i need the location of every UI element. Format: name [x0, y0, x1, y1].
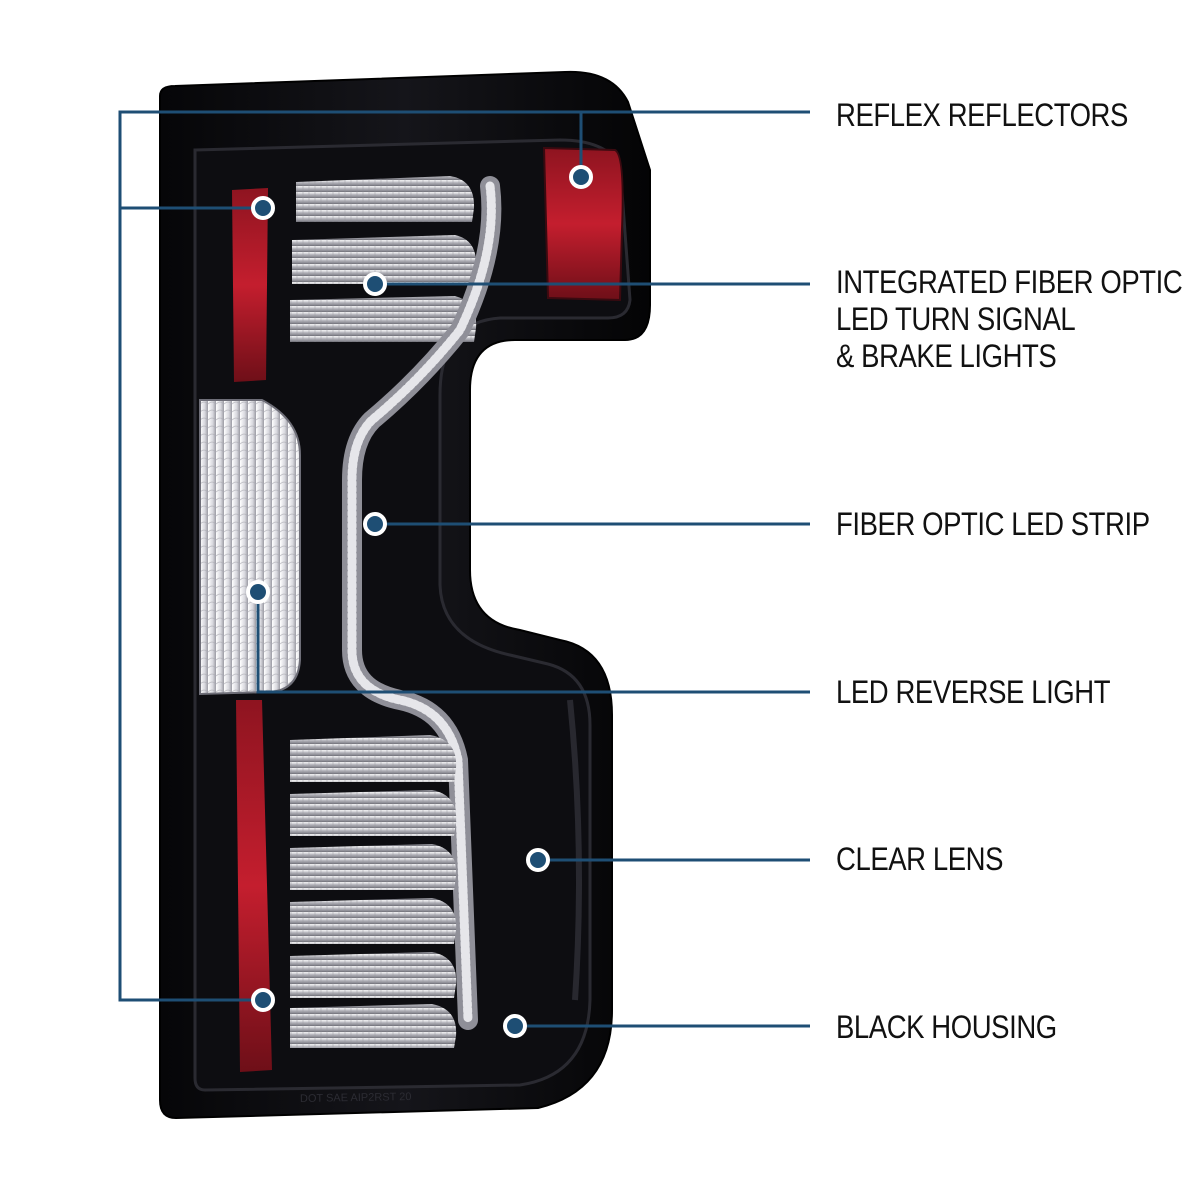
callout-integrated-line-1: INTEGRATED FIBER OPTIC — [836, 264, 1183, 300]
callout-clear-line-1: CLEAR LENS — [836, 841, 1004, 877]
callout-integrated-fiber-optic: INTEGRATED FIBER OPTIC LED TURN SIGNAL &… — [836, 264, 1183, 375]
dot-clear — [526, 848, 550, 872]
callout-strip-line-1: FIBER OPTIC LED STRIP — [836, 506, 1150, 542]
callout-integrated-line-3: & BRAKE LIGHTS — [836, 338, 1057, 374]
callout-dots — [246, 165, 593, 1038]
upper-led-bars — [290, 176, 477, 342]
callout-reverse-line-1: LED REVERSE LIGHT — [836, 674, 1111, 710]
callout-black-housing: BLACK HOUSING — [836, 1009, 1057, 1046]
lens-glare — [567, 699, 582, 1001]
callout-integrated-line-2: LED TURN SIGNAL — [836, 301, 1076, 337]
led-reverse-light — [199, 399, 301, 696]
callout-reflex-reflectors: REFLEX REFLECTORS — [836, 97, 1128, 134]
dot-reflex-left-top — [251, 196, 275, 220]
dot-reflex-right — [569, 165, 593, 189]
dot-strip — [363, 512, 387, 536]
dot-reflex-left-bottom — [251, 988, 275, 1012]
lens-markings: DOT SAE AIP2RST 20 — [300, 1091, 412, 1105]
leader-reverse — [256, 592, 810, 694]
side-reflector-upper — [232, 188, 268, 382]
callout-reflex-reflectors-line-1: REFLEX REFLECTORS — [836, 97, 1128, 133]
reflex-reflector — [542, 146, 624, 302]
dot-reverse — [246, 580, 270, 604]
dot-housing — [503, 1014, 527, 1038]
side-reflector-lower — [236, 700, 272, 1072]
callout-lines — [118, 110, 810, 1028]
dot-integrated — [363, 272, 387, 296]
callout-fiber-optic-strip: FIBER OPTIC LED STRIP — [836, 506, 1150, 543]
lower-led-bars — [290, 735, 457, 1048]
callout-housing-line-1: BLACK HOUSING — [836, 1009, 1057, 1045]
leader-reflex — [118, 110, 810, 1002]
callout-clear-lens: CLEAR LENS — [836, 841, 1003, 878]
callout-led-reverse-light: LED REVERSE LIGHT — [836, 674, 1111, 711]
